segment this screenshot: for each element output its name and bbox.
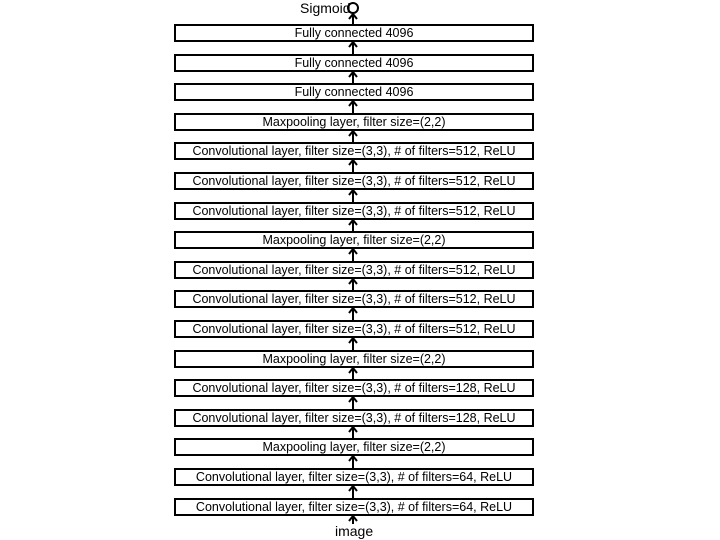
layer-box: Convolutional layer, filter size=(3,3), … (174, 379, 534, 397)
connector-arrow-head (348, 484, 358, 492)
connector-arrow-head (348, 40, 358, 48)
layer-label: Maxpooling layer, filter size=(2,2) (262, 351, 446, 366)
connector-arrow-head (348, 247, 358, 255)
layer-box: Convolutional layer, filter size=(3,3), … (174, 498, 534, 516)
connector-arrow-head (348, 129, 358, 137)
layer-label: Convolutional layer, filter size=(3,3), … (195, 499, 513, 514)
layer-box: Convolutional layer, filter size=(3,3), … (174, 290, 534, 308)
layer-box: Maxpooling layer, filter size=(2,2) (174, 350, 534, 368)
layer-box: Convolutional layer, filter size=(3,3), … (174, 320, 534, 338)
layer-box: Fully connected 4096 (174, 54, 534, 72)
layer-label: Convolutional layer, filter size=(3,3), … (195, 469, 513, 484)
layer-label: Convolutional layer, filter size=(3,3), … (192, 410, 516, 425)
connector-arrow-head (348, 336, 358, 344)
connector-arrow-head (348, 306, 358, 314)
connector-arrow-head (348, 454, 358, 462)
connector-arrow-head (348, 366, 358, 374)
layer-box: Maxpooling layer, filter size=(2,2) (174, 231, 534, 249)
layer-label: Fully connected 4096 (294, 25, 414, 40)
layer-box: Convolutional layer, filter size=(3,3), … (174, 409, 534, 427)
layer-label: Convolutional layer, filter size=(3,3), … (192, 203, 516, 218)
layer-label: Maxpooling layer, filter size=(2,2) (262, 114, 446, 129)
layer-box: Maxpooling layer, filter size=(2,2) (174, 113, 534, 131)
layer-label: Fully connected 4096 (294, 55, 414, 70)
connector-arrow-head (348, 277, 358, 285)
layer-label: Convolutional layer, filter size=(3,3), … (192, 291, 516, 306)
output-label: Sigmoid (300, 0, 351, 16)
layer-box: Maxpooling layer, filter size=(2,2) (174, 438, 534, 456)
layer-label: Fully connected 4096 (294, 84, 414, 99)
layer-box: Convolutional layer, filter size=(3,3), … (174, 261, 534, 279)
layer-box: Convolutional layer, filter size=(3,3), … (174, 172, 534, 190)
connector-arrow-head (348, 158, 358, 166)
input-label: image (335, 523, 374, 539)
layer-label: Convolutional layer, filter size=(3,3), … (192, 173, 516, 188)
layer-box: Convolutional layer, filter size=(3,3), … (174, 142, 534, 160)
connector-arrow-head (348, 395, 358, 403)
layer-box: Fully connected 4096 (174, 83, 534, 101)
connector-arrow-head (348, 99, 358, 107)
layer-label: Convolutional layer, filter size=(3,3), … (192, 321, 516, 336)
connector-arrow-head (348, 70, 358, 78)
connector-arrow-head (348, 188, 358, 196)
connector-arrow-head (348, 218, 358, 226)
layer-label: Convolutional layer, filter size=(3,3), … (192, 143, 516, 158)
layer-box: Convolutional layer, filter size=(3,3), … (174, 202, 534, 220)
connector-arrow-head (348, 514, 358, 522)
layer-label: Convolutional layer, filter size=(3,3), … (192, 262, 516, 277)
layer-label: Maxpooling layer, filter size=(2,2) (262, 439, 446, 454)
layer-label: Maxpooling layer, filter size=(2,2) (262, 232, 446, 247)
layer-box: Convolutional layer, filter size=(3,3), … (174, 468, 534, 486)
connector-arrow-head (348, 425, 358, 433)
layer-box: Fully connected 4096 (174, 24, 534, 42)
sigmoid-node (347, 2, 359, 14)
layer-label: Convolutional layer, filter size=(3,3), … (192, 380, 516, 395)
